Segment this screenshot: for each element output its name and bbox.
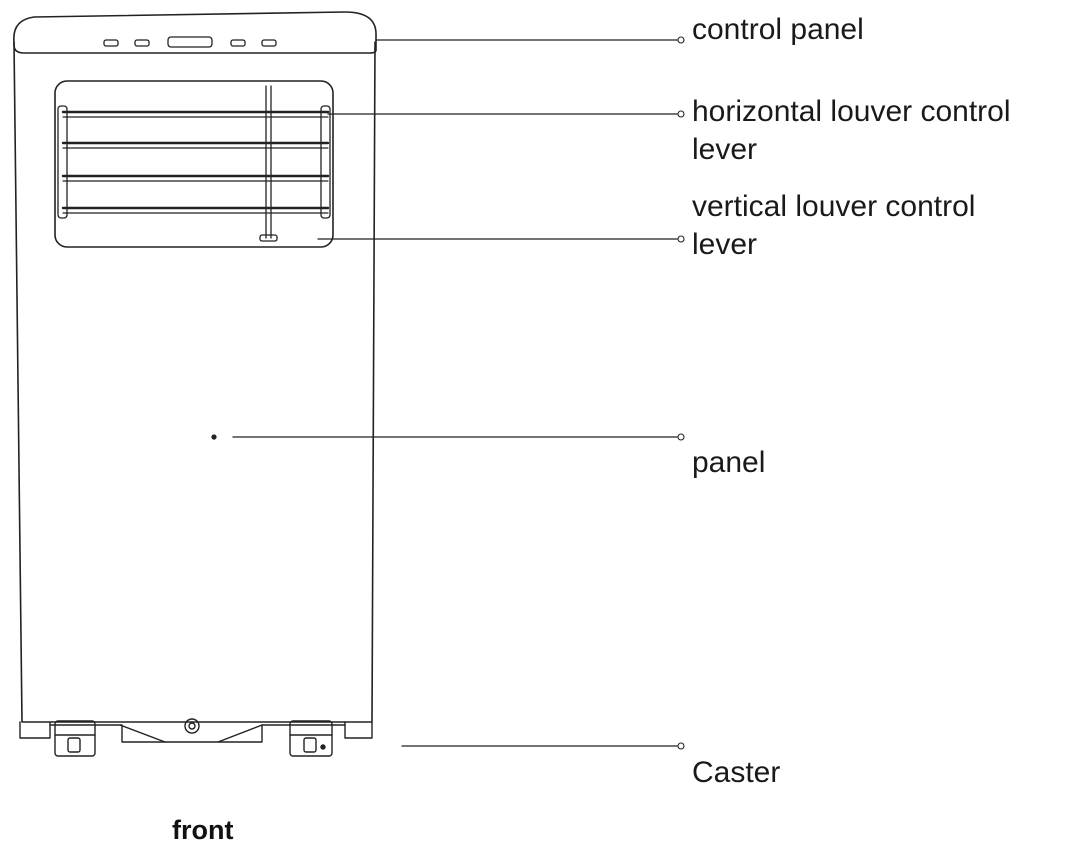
- control-button: [103, 39, 119, 47]
- label-vertical-louver-line2: lever: [692, 228, 758, 261]
- leader-lines: [232, 39, 678, 747]
- label-panel: panel: [692, 446, 766, 479]
- panel-marker: [211, 434, 217, 440]
- louver-frame: [54, 80, 334, 248]
- label-horizontal-louver-line2: lever: [692, 133, 758, 166]
- control-button: [230, 39, 246, 47]
- caption-front: front: [172, 815, 234, 845]
- label-control-panel: control panel: [692, 13, 864, 46]
- control-buttons: [103, 36, 277, 48]
- caster-assembly: [19, 718, 373, 757]
- label-caster: Caster: [692, 756, 781, 789]
- louver-end-caps: [57, 105, 331, 219]
- top-cap: [13, 11, 377, 54]
- horizontal-louvers: [61, 110, 330, 210]
- vertical-louver-lever: [259, 85, 278, 242]
- control-button: [261, 39, 277, 47]
- label-horizontal-louver-line1: horizontal louver control: [692, 95, 1011, 128]
- control-display: [167, 36, 213, 48]
- control-button: [134, 39, 150, 47]
- caster-wheel-left: [54, 720, 96, 757]
- label-vertical-louver-line1: vertical louver control: [692, 190, 976, 223]
- caster-wheel-right: [289, 720, 333, 757]
- drain-plug: [184, 718, 200, 734]
